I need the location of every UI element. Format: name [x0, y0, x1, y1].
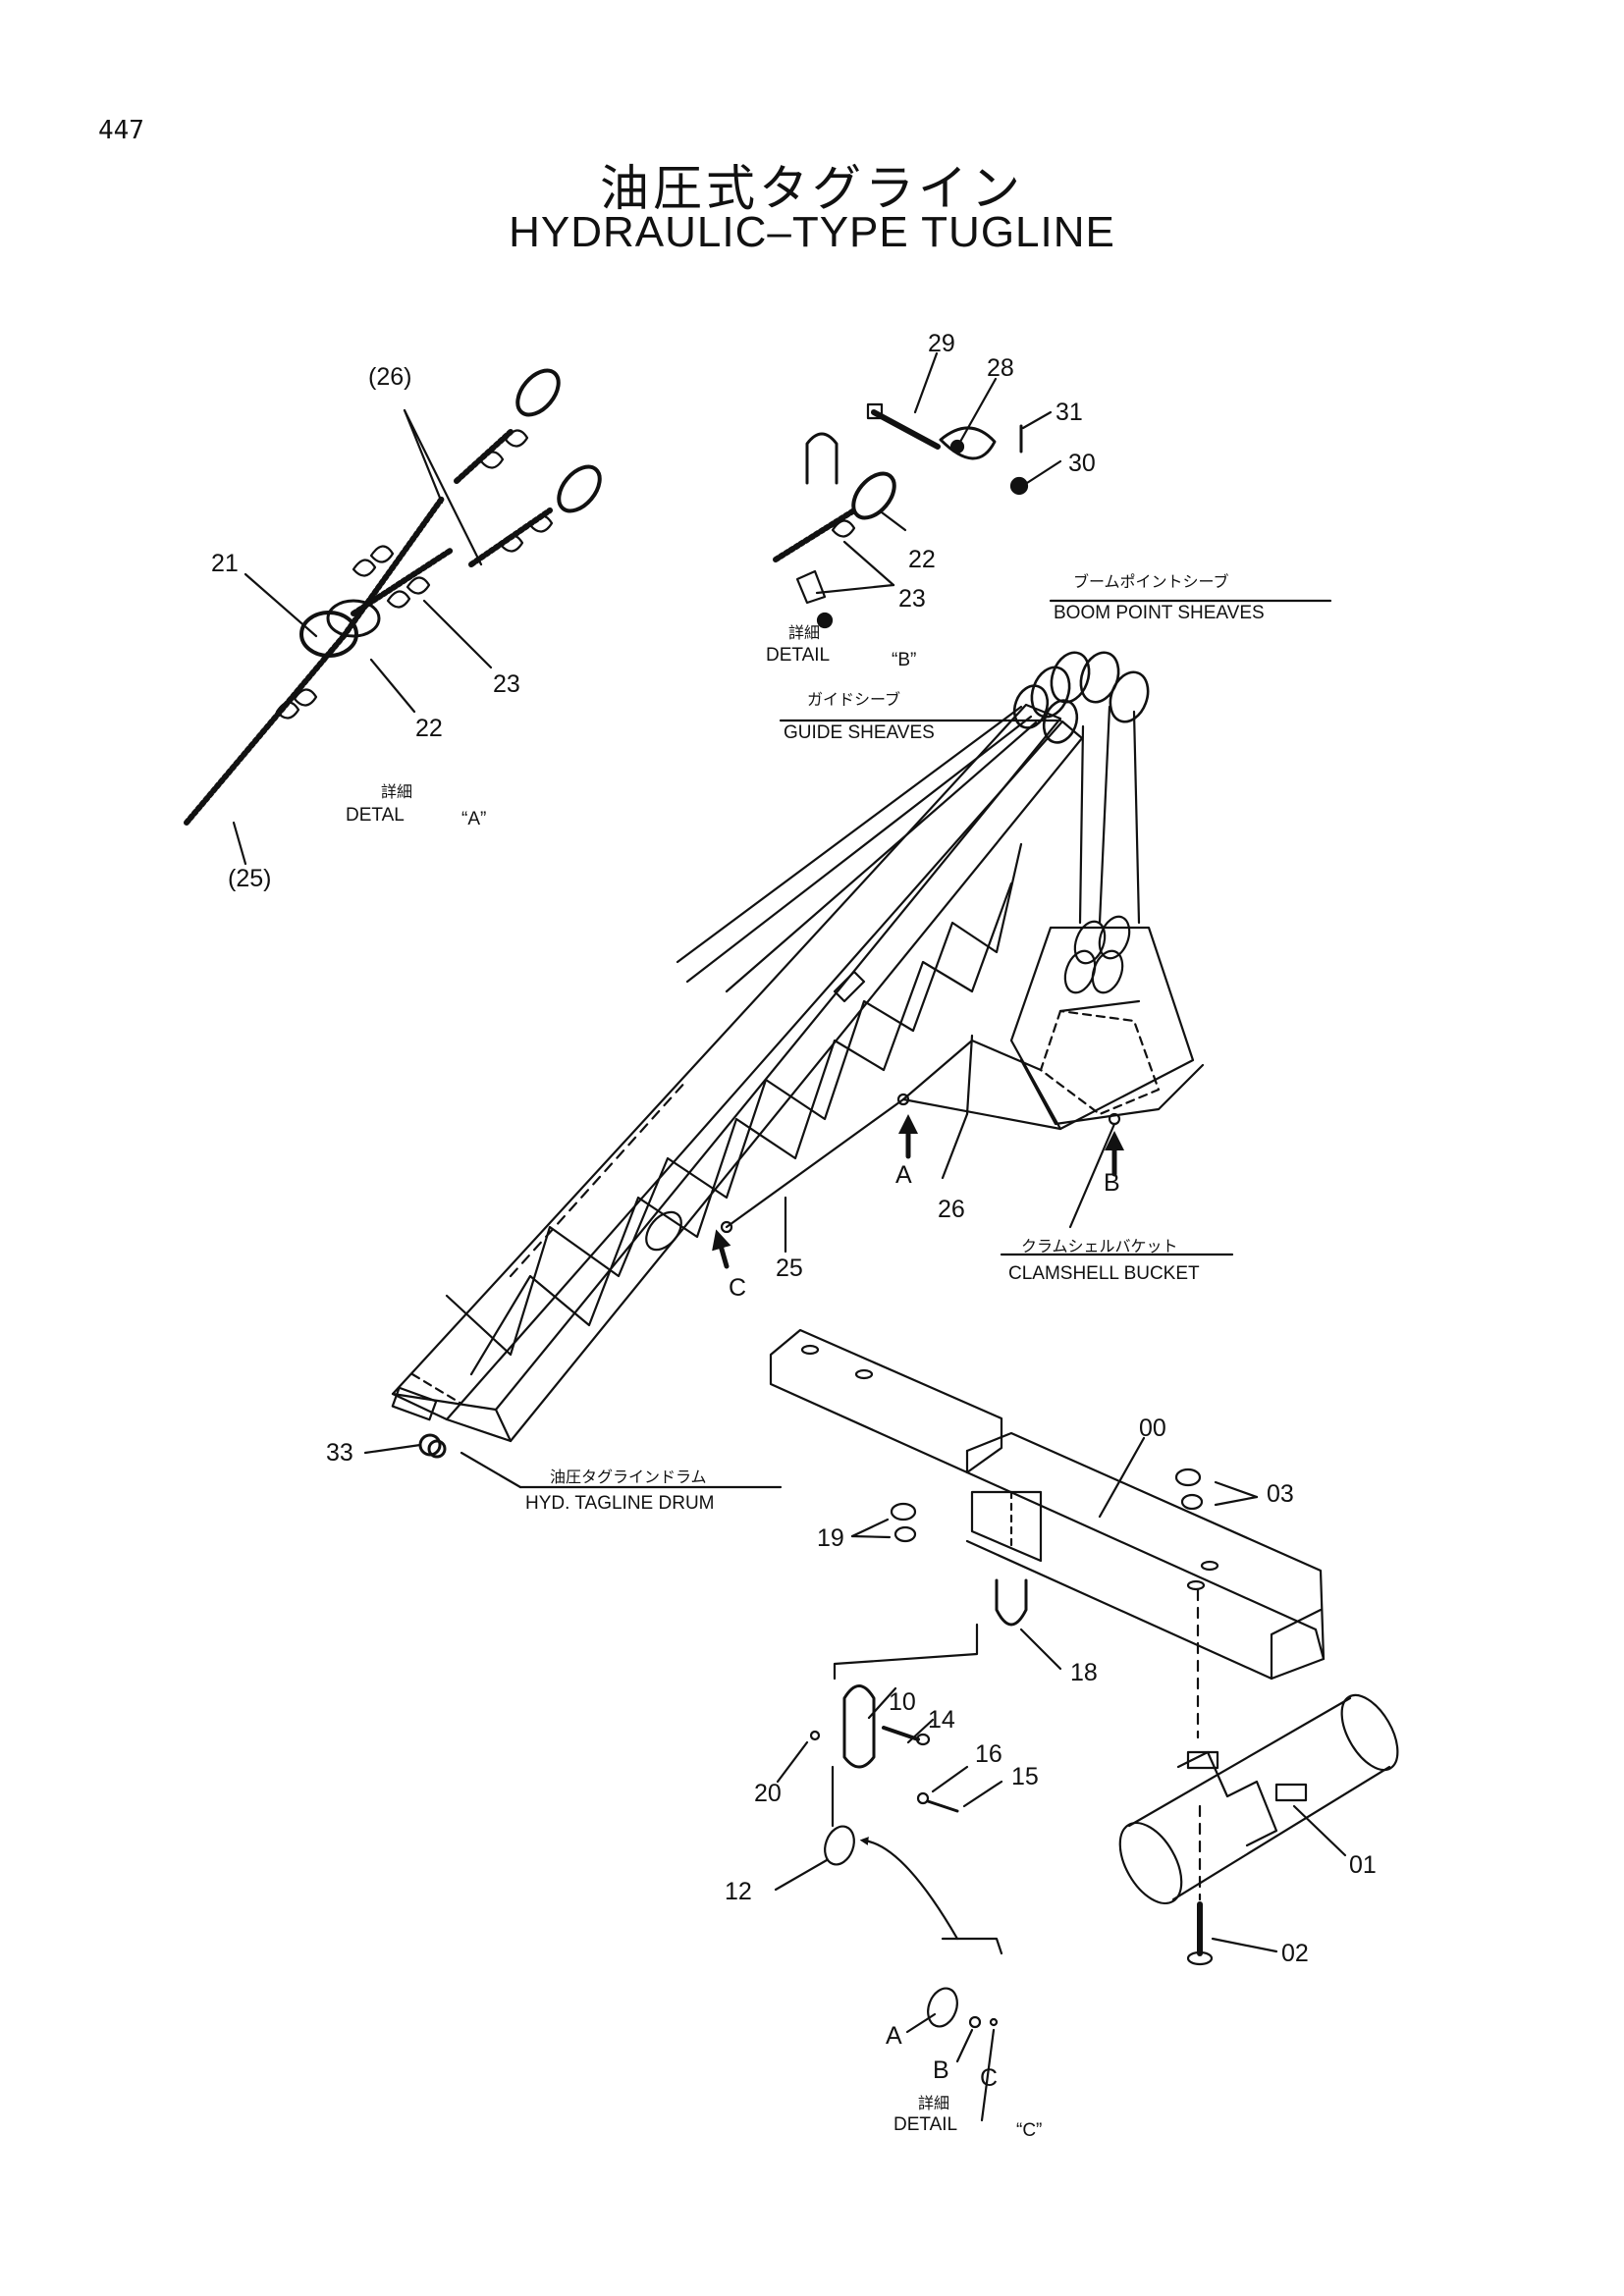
label-21: 21: [211, 550, 239, 577]
detail-b-caption-jp: 詳細: [788, 623, 820, 642]
label-25: 25: [776, 1255, 803, 1282]
label-22-detail-b: 22: [908, 546, 936, 573]
label-23-detail-b: 23: [898, 585, 926, 613]
guide-sheaves-caption-en: GUIDE SHEAVES: [784, 722, 935, 743]
tagline-drum-caption-jp: 油圧タグラインドラム: [550, 1468, 707, 1486]
detail-c-label-b: B: [933, 2056, 949, 2084]
label-26: 26: [938, 1196, 965, 1223]
label-28: 28: [987, 354, 1014, 382]
crane-boom-lattice: [391, 651, 1150, 1443]
boom-point-sheaves-caption-en: BOOM POINT SHEAVES: [1054, 603, 1265, 623]
detail-c-caption-jp: 詳細: [918, 2094, 949, 2112]
page-number: 447: [98, 116, 144, 145]
detail-a-caption-en: DETAL: [346, 805, 405, 826]
detail-a-mark: “A”: [461, 809, 486, 829]
label-29: 29: [928, 330, 955, 357]
label-20: 20: [754, 1780, 782, 1807]
detail-c-label-c: C: [980, 2064, 998, 2092]
detail-a-caption-jp: 詳細: [381, 782, 412, 801]
label-10: 10: [889, 1688, 916, 1716]
label-02: 02: [1281, 1940, 1309, 1967]
page-title-english: HYDRAULIC–TYPE TUGLINE: [509, 208, 1115, 256]
page-title-japanese: 油圧式タグライン: [600, 160, 1024, 217]
boom-point-sheaves-caption-jp: ブームポイントシーブ: [1073, 572, 1229, 591]
detail-b-caption-en: DETAIL: [766, 645, 830, 666]
label-26-paren: (26): [368, 363, 411, 391]
label-18: 18: [1070, 1659, 1098, 1686]
clamshell-bucket-caption-jp: クラムシェルバケット: [1021, 1237, 1178, 1255]
label-33: 33: [326, 1439, 353, 1467]
label-14: 14: [928, 1706, 955, 1734]
detail-a-rope-assembly: [184, 368, 602, 866]
label-30: 30: [1068, 450, 1096, 477]
detail-c-label-a: A: [886, 2022, 902, 2050]
arrow-label-b: B: [1104, 1169, 1120, 1197]
label-16: 16: [975, 1740, 1002, 1768]
label-19: 19: [817, 1524, 844, 1552]
arrow-label-c: C: [729, 1274, 746, 1302]
label-31: 31: [1056, 399, 1083, 426]
boom-pipe-clamp: [1118, 1693, 1399, 1966]
label-22-detail-a: 22: [415, 715, 443, 742]
clamshell-bucket: [970, 915, 1205, 1131]
label-23-detail-a: 23: [493, 670, 520, 698]
hyd-tagline-drum: [363, 1433, 783, 1489]
label-03: 03: [1267, 1480, 1294, 1508]
label-01: 01: [1349, 1851, 1377, 1879]
label-25-paren: (25): [228, 865, 271, 892]
label-15: 15: [1011, 1763, 1039, 1790]
arrow-label-a: A: [895, 1161, 912, 1189]
detail-b-shackle-assembly: [773, 351, 1062, 629]
label-00: 00: [1139, 1415, 1166, 1442]
tugline-rope: [720, 1034, 1121, 1254]
detail-c-caption-en: DETAIL: [893, 2114, 957, 2135]
mounting-bracket: [769, 1328, 1326, 1901]
label-12: 12: [725, 1878, 752, 1905]
detail-c-mark: “C”: [1016, 2120, 1042, 2141]
clamshell-bucket-caption-en: CLAMSHELL BUCKET: [1008, 1263, 1200, 1284]
detail-b-mark: “B”: [892, 650, 916, 670]
guide-sheaves-caption-jp: ガイドシーブ: [807, 690, 900, 709]
tagline-clamp-parts: [774, 1623, 1003, 2122]
tagline-drum-caption-en: HYD. TAGLINE DRUM: [525, 1493, 715, 1514]
